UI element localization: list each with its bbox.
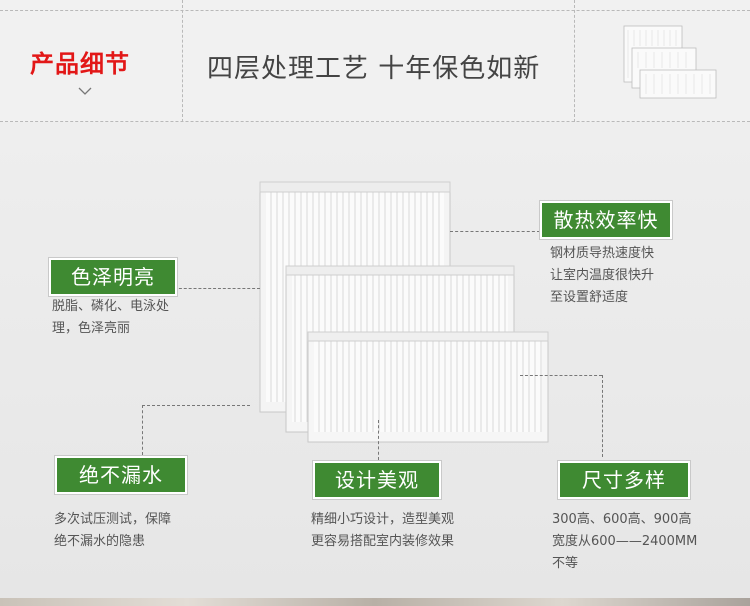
feature-heat-badge: 散热效率快 — [540, 201, 672, 239]
tagline: 四层处理工艺 十年保色如新 — [207, 54, 541, 84]
feature-design-desc: 精细小巧设计，造型美观 更容易搭配室内装修效果 — [311, 509, 454, 553]
bottom-photo-strip — [0, 598, 750, 606]
desc-line: 理，色泽亮丽 — [52, 321, 131, 336]
desc-line: 绝不漏水的隐患 — [54, 534, 146, 549]
header-top-divider — [0, 10, 750, 11]
desc-line: 钢材质导热速度快 — [550, 246, 655, 261]
desc-line: 脱脂、磷化、电泳处 — [52, 299, 170, 314]
feature-color-badge: 色泽明亮 — [49, 258, 177, 296]
leader-color — [174, 288, 260, 289]
leader-size-h — [520, 375, 602, 376]
desc-line: 宽度从600——2400MM — [552, 534, 698, 549]
desc-line: 至设置舒适度 — [550, 290, 629, 305]
radiator-illustration — [259, 181, 549, 443]
header-bottom-divider — [0, 121, 750, 122]
feature-color-desc: 脱脂、磷化、电泳处 理，色泽亮丽 — [52, 296, 169, 340]
feature-design-badge: 设计美观 — [313, 461, 441, 499]
desc-line: 300高、600高、900高 — [552, 512, 692, 527]
desc-line: 不等 — [552, 556, 579, 571]
desc-line: 更容易搭配室内装修效果 — [311, 534, 455, 549]
feature-leak-badge: 绝不漏水 — [55, 456, 187, 494]
leader-design — [378, 420, 379, 460]
leader-leak-h — [142, 405, 250, 406]
header-divider-left — [182, 0, 183, 122]
leader-leak-v — [142, 405, 143, 455]
feature-size-badge: 尺寸多样 — [558, 461, 690, 499]
header-bar: 产品细节 四层处理工艺 十年保色如新 — [0, 0, 750, 122]
desc-line: 让室内温度很快升 — [550, 268, 655, 283]
desc-line: 精细小巧设计，造型美观 — [311, 512, 455, 527]
leader-size-v — [602, 375, 603, 457]
section-title: 产品细节 — [30, 50, 130, 78]
desc-line: 多次试压测试，保障 — [54, 512, 172, 527]
chevron-down-icon — [78, 87, 92, 95]
feature-heat-desc: 钢材质导热速度快 让室内温度很快升 至设置舒适度 — [550, 243, 654, 309]
feature-leak-desc: 多次试压测试，保障 绝不漏水的隐患 — [54, 509, 171, 553]
leader-heat — [450, 231, 540, 232]
radiator-thumbnail-icon — [623, 25, 717, 99]
header-divider-right — [574, 0, 575, 122]
feature-size-desc: 300高、600高、900高 宽度从600——2400MM 不等 — [552, 509, 697, 575]
